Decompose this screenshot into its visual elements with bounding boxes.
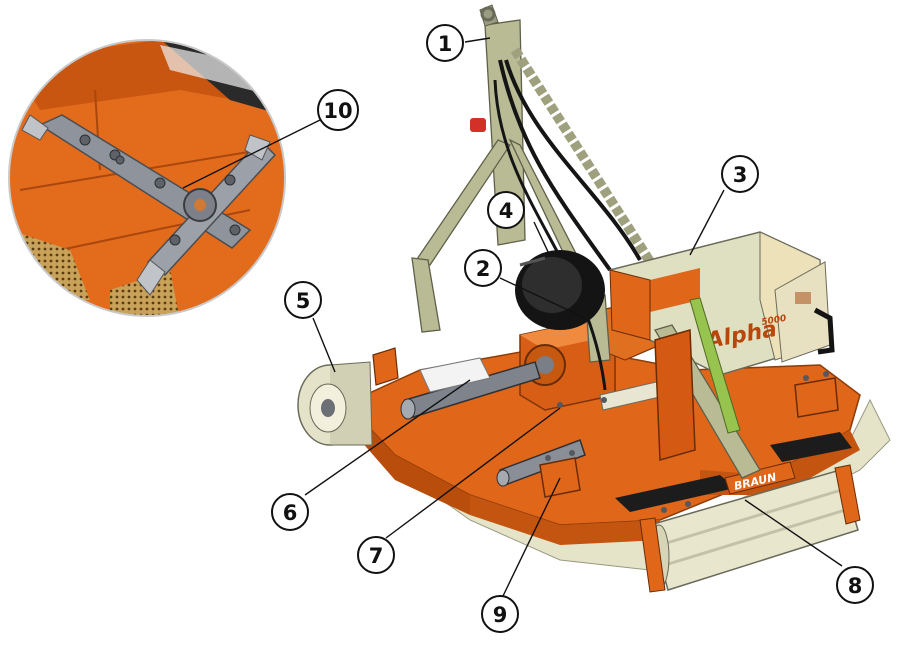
callout-5: 5 [284, 281, 322, 319]
svg-text:2: 2 [476, 257, 491, 281]
blade-detail-inset [8, 39, 286, 317]
callout-10: 10 [317, 89, 359, 131]
svg-text:3: 3 [733, 163, 748, 187]
callout-4: 4 [487, 191, 525, 229]
callout-7: 7 [357, 536, 395, 574]
skid-bracket [539, 457, 581, 498]
svg-text:5: 5 [296, 289, 311, 313]
svg-text:9: 9 [493, 603, 508, 627]
side-wheel [297, 361, 373, 446]
model-number-label: 5000 [761, 314, 787, 328]
leader-lines [182, 37, 843, 597]
belt-drive [515, 250, 605, 330]
svg-text:4: 4 [499, 199, 514, 223]
svg-text:8: 8 [848, 574, 863, 598]
belt-cover: Alpha 5000 [608, 231, 835, 376]
callout-9: 9 [481, 595, 519, 633]
rear-roller [639, 464, 861, 593]
skid-pad [615, 475, 735, 512]
svg-text:10: 10 [323, 99, 352, 123]
svg-text:6: 6 [283, 501, 298, 525]
callout-6: 6 [271, 493, 309, 531]
svg-text:1: 1 [438, 32, 453, 56]
mower-machine: BRAUN [297, 4, 891, 593]
callout-2: 2 [464, 249, 502, 287]
callout-3: 3 [721, 155, 759, 193]
callout-8: 8 [836, 566, 874, 604]
svg-text:7: 7 [369, 544, 384, 568]
callout-1: 1 [426, 24, 464, 62]
